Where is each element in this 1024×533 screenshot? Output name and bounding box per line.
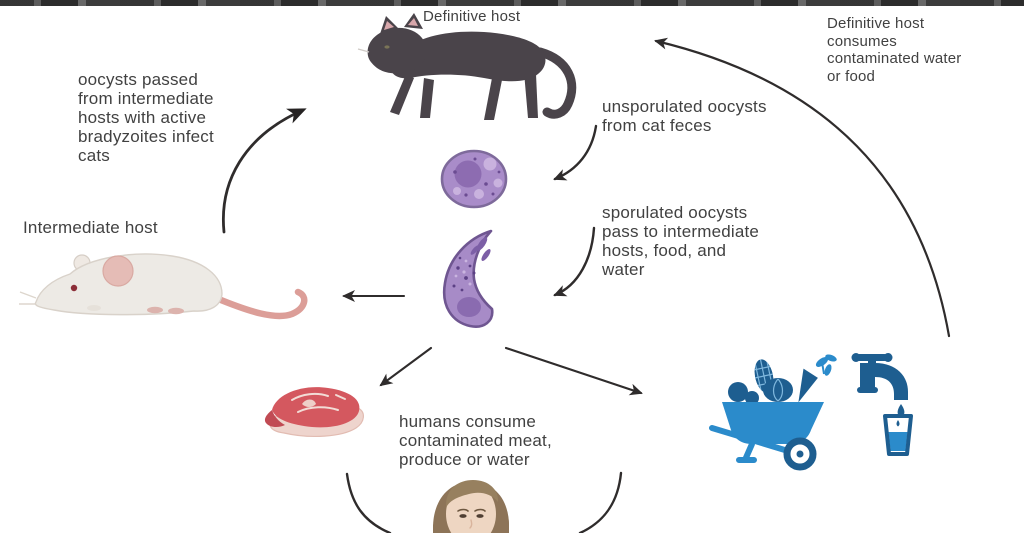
- label-definitive-consumes: Definitive host consumes contaminated wa…: [827, 15, 962, 85]
- cat-icon: [357, 13, 577, 120]
- unsporulated-oocyst-icon: [440, 149, 508, 209]
- curve-meat-to-human: [345, 472, 392, 533]
- sporulated-oocyst-icon: [442, 229, 494, 328]
- curve-produce-to-human: [578, 471, 623, 533]
- meat-steak-icon: [264, 387, 364, 437]
- arrow-mouse-to-cat: [221, 108, 307, 234]
- arrow-oocyst-to-produce: [504, 346, 643, 396]
- water-faucet-icon: [851, 353, 908, 418]
- arrow-oocyst-to-meat: [379, 346, 433, 387]
- label-oocysts-passed: oocysts passed from intermediate hosts w…: [78, 70, 214, 166]
- arrow-to-sporulated-oocyst: [553, 226, 596, 297]
- arrow-produce-to-cat: [654, 37, 951, 338]
- label-humans-consume: humans consume contaminated meat, produc…: [399, 412, 552, 470]
- label-definitive-host: Definitive host: [423, 8, 521, 25]
- produce-wheelbarrow-icon: [709, 354, 837, 471]
- human-icon: [433, 480, 509, 533]
- mouse-icon: [19, 253, 308, 320]
- water-glass-icon: [883, 414, 913, 456]
- top-edge-artifact: [0, 0, 1024, 6]
- label-unsporulated: unsporulated oocysts from cat feces: [602, 97, 767, 136]
- label-sporulated: sporulated oocysts pass to intermediate …: [602, 203, 760, 280]
- arrow-to-unsporulated-oocyst: [553, 124, 598, 181]
- label-intermediate-host: Intermediate host: [23, 218, 158, 237]
